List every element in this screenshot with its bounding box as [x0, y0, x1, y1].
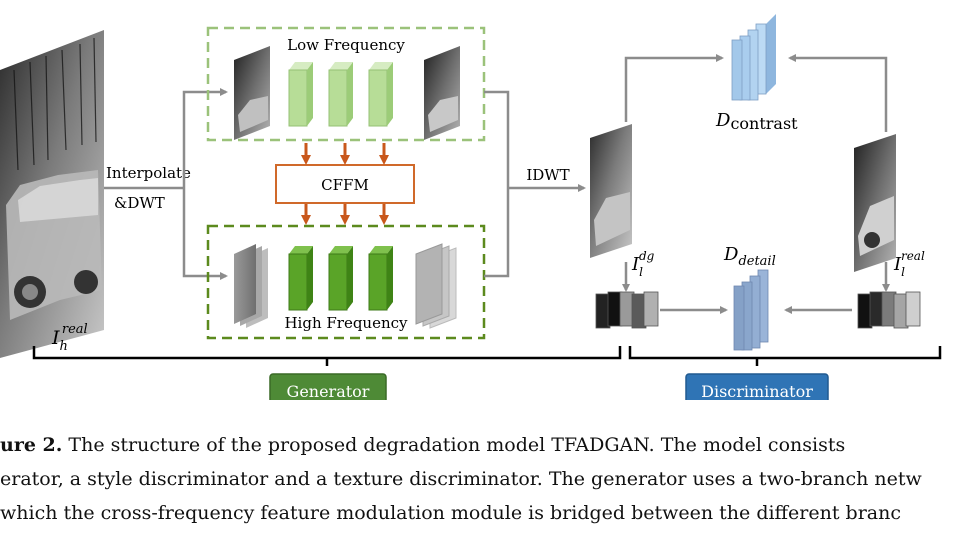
- label-idwt: IDWT: [526, 166, 569, 184]
- caption-line-1: ure 2. The structure of the proposed deg…: [0, 428, 845, 462]
- generated-patches: [595, 291, 659, 329]
- d-contrast-block: [731, 14, 776, 101]
- label-low-frequency: Low Frequency: [287, 36, 405, 54]
- merge-connector: [484, 90, 586, 278]
- caption-line-3: which the cross-frequency feature modula…: [0, 502, 901, 524]
- label-interpolate: Interpolate: [106, 164, 191, 182]
- low-freq-input-image: [234, 46, 270, 140]
- low-frequency-box: [206, 26, 486, 142]
- generator-badge: [269, 373, 387, 400]
- label-d-detail: Ddetail: [723, 244, 776, 269]
- cffm-box: [275, 164, 415, 204]
- figure-caption: ure 2. The structure of the proposed deg…: [0, 428, 960, 540]
- cffm-arrows: [301, 143, 389, 225]
- high-freq-conv-block-3: [368, 246, 393, 311]
- generator-bracket: [32, 346, 622, 366]
- high-frequency-box: [206, 224, 486, 340]
- label-dwt: &DWT: [114, 194, 165, 212]
- generated-image: [590, 124, 632, 258]
- caption-figure-label: ure 2.: [0, 434, 63, 456]
- label-d-contrast: Dcontrast: [715, 110, 798, 133]
- contrast-connector: [624, 54, 888, 132]
- label-i-h-real: Ihreal: [51, 322, 88, 354]
- label-i-l-dg: Ildg: [631, 249, 655, 279]
- caption-line-2: erator, a style discriminator and a text…: [0, 468, 922, 490]
- real-low-res-image: [854, 134, 896, 272]
- label-i-l-real: Ilreal: [893, 249, 925, 279]
- split-connector: [104, 88, 228, 280]
- caption-line-1-text: The structure of the proposed degradatio…: [62, 434, 846, 456]
- diagram: Ihreal Interpolate &DWT Low Frequency CF…: [0, 14, 942, 400]
- low-freq-conv-block-1: [288, 62, 313, 127]
- input-image-high-res: [0, 30, 104, 358]
- label-discriminator: Discriminator: [701, 382, 813, 400]
- low-freq-output-image: [424, 46, 460, 140]
- low-freq-conv-block-3: [368, 62, 393, 127]
- high-freq-conv-block-2: [328, 246, 353, 311]
- label-cffm: CFFM: [321, 176, 369, 194]
- high-freq-conv-block-1: [288, 246, 313, 311]
- label-generator: Generator: [287, 382, 370, 400]
- high-freq-output-stack: [415, 243, 457, 329]
- high-freq-input-stack: [234, 244, 268, 328]
- label-high-frequency: High Frequency: [284, 314, 408, 332]
- real-patches: [857, 291, 921, 329]
- discriminator-bracket: [628, 346, 942, 366]
- low-freq-conv-block-2: [328, 62, 353, 127]
- discriminator-badge: [685, 373, 829, 400]
- detail-connector: [622, 262, 890, 314]
- d-detail-block: [733, 269, 769, 351]
